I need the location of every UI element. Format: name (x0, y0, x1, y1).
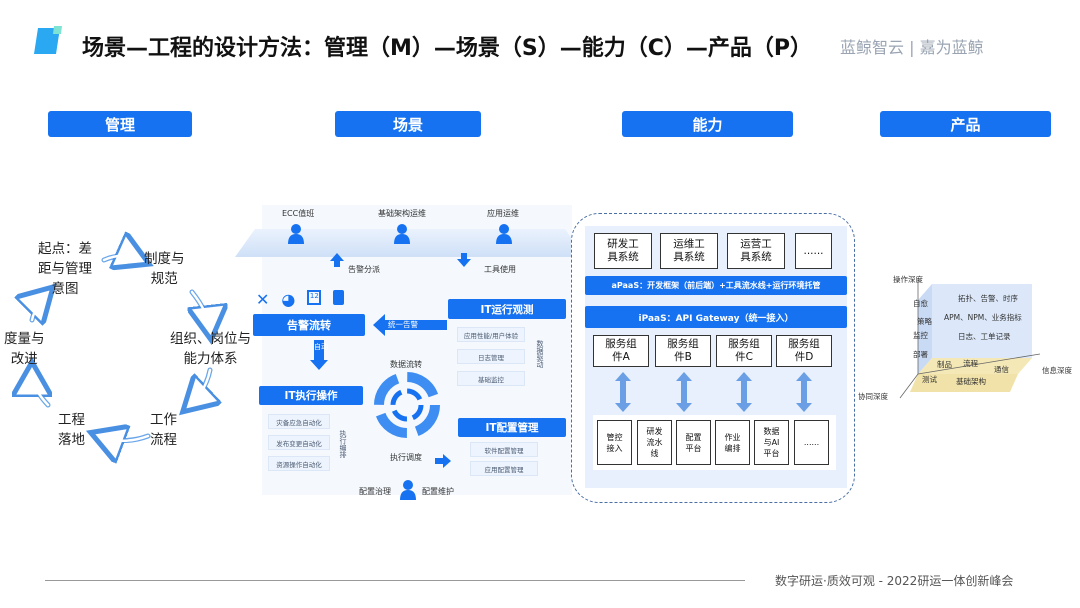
calendar-icon: 12 (307, 290, 322, 305)
cycle-node-policy: 制度与 规范 (144, 251, 185, 287)
unified-alert-label: 统一告警 (388, 320, 418, 329)
service-c: 服务组 件C (716, 335, 772, 367)
pie-chart-icon: ◕ (281, 290, 296, 309)
column-header-management: 管理 (48, 111, 192, 137)
tool-system-ops: 运维工 具系统 (660, 233, 718, 269)
tech-more: ...... (794, 420, 829, 465)
column-header-product: 产品 (880, 111, 1051, 137)
role-ecc-label: ECC值班 (282, 209, 315, 218)
infra-person-icon (394, 224, 410, 244)
axis-collaboration-depth: 协同深度 (858, 392, 888, 401)
tool-system-more: ...... (795, 233, 832, 269)
observe-title: IT运行观测 (448, 299, 566, 319)
up-arrow-icon (330, 253, 344, 267)
config-item-software: 软件配置管理 (470, 442, 538, 457)
footer-divider (45, 580, 745, 581)
data-ring-icon (374, 372, 440, 438)
role-app-label: 应用运维 (487, 209, 519, 218)
auto-down-arrow (310, 340, 328, 370)
axis-operation-depth: 操作深度 (893, 275, 923, 284)
tool-usage-label: 工具使用 (484, 265, 516, 274)
tool-system-operations: 运营工 具系统 (727, 233, 785, 269)
exec-item-dr: 灾备应急自动化 (268, 414, 330, 429)
floor-artifact: 制品 (937, 360, 952, 369)
floor-communication: 通信 (994, 365, 1009, 374)
tech-pipeline: 研发 流水 线 (637, 420, 672, 465)
observe-item-monitor: 基础监控 (457, 371, 525, 386)
exec-item-resource: 资源操作自动化 (268, 456, 330, 471)
product-cube (899, 278, 1041, 399)
service-link-arrows (615, 372, 812, 412)
brand-logo: 蓝鲸智云 | 嘉为蓝鲸 (840, 38, 984, 57)
tools-icon: ✕ (256, 290, 270, 309)
alert-dispatch-label: 告警分派 (348, 265, 380, 274)
cycle-arrows (0, 200, 270, 470)
logo-mark-icon (34, 26, 62, 54)
info-row-logs: 日志、工单记录 (958, 332, 1011, 341)
config-maintenance-label: 配置维护 (422, 487, 454, 496)
auto-label: 自动 (314, 343, 328, 351)
service-d: 服务组 件D (776, 335, 832, 367)
floor-infra: 基础架构 (956, 377, 986, 386)
ipaas-bar: iPaaS：API Gateway（统一接入） (585, 306, 847, 328)
ecc-person-icon (288, 224, 304, 244)
cycle-node-workflow: 工作 流程 (150, 412, 177, 448)
op-monitor: 监控 (913, 331, 928, 340)
config-title: IT配置管理 (458, 418, 566, 437)
service-b: 服务组 件B (655, 335, 711, 367)
cycle-node-start: 起点：差 距与管理 意图 (38, 241, 92, 297)
column-header-capability: 能力 (622, 111, 793, 137)
roles-banner (235, 229, 585, 257)
scene-icons: ✕ ◕ 12 (256, 290, 345, 309)
floor-test: 测试 (922, 375, 937, 384)
exec-title: IT执行操作 (259, 386, 363, 405)
observe-item-apm: 应用性能/用户体验 (457, 327, 525, 342)
config-person-icon (400, 480, 416, 500)
exec-item-release: 发布变更自动化 (268, 435, 330, 450)
axis-info-depth: 信息深度 (1042, 366, 1072, 375)
observe-item-logs: 日志管理 (457, 349, 525, 364)
unified-alert-arrow (373, 314, 447, 336)
config-governance-label: 配置治理 (359, 487, 391, 496)
ring-bottom-label: 执行调度 (390, 453, 422, 462)
tech-data-ai: 数据 与AI 平台 (754, 420, 789, 465)
app-person-icon (496, 224, 512, 244)
config-item-app: 应用配置管理 (470, 461, 538, 476)
cycle-node-measure: 度量与 改进 (4, 331, 45, 367)
info-row-apm: APM、NPM、业务指标 (944, 313, 1022, 322)
cycle-node-organization: 组织、岗位与 能力体系 (170, 331, 251, 367)
down-arrow-icon (457, 253, 471, 267)
tech-job-orchestration: 作业 编排 (715, 420, 750, 465)
tech-config-platform: 配置 平台 (676, 420, 711, 465)
role-infra-label: 基础架构运维 (378, 209, 426, 218)
info-row-topology: 拓扑、告警、时序 (958, 294, 1018, 303)
ring-top-label: 数据流转 (390, 360, 422, 369)
apaas-bar: aPaaS：开发框架（前后端）+工具流水线+运行环境托管 (585, 276, 847, 295)
clipboard-icon (333, 290, 345, 305)
tool-system-rd: 研发工 具系统 (594, 233, 652, 269)
floor-process: 流程 (963, 359, 978, 368)
alert-flow-bar: 告警流转 (253, 314, 365, 336)
data-driven-label: 数据驱动 (536, 340, 544, 368)
right-arrow-icon (435, 454, 451, 468)
service-a: 服务组 件A (593, 335, 649, 367)
footer-text: 数字研运·质效可观 - 2022研运一体创新峰会 (775, 574, 1014, 588)
op-deploy: 部署 (913, 350, 928, 359)
page-title: 场景—工程的设计方法：管理（M）—场景（S）—能力（C）—产品（P） (82, 36, 813, 61)
tech-access-control: 管控 接入 (597, 420, 632, 465)
exec-orchestration-label: 执行编排 (339, 430, 347, 458)
column-header-scene: 场景 (335, 111, 481, 137)
cycle-node-engineering: 工程 落地 (58, 412, 85, 448)
op-self-heal: 自愈 (913, 299, 928, 308)
op-strategy: 策略 (917, 317, 932, 326)
